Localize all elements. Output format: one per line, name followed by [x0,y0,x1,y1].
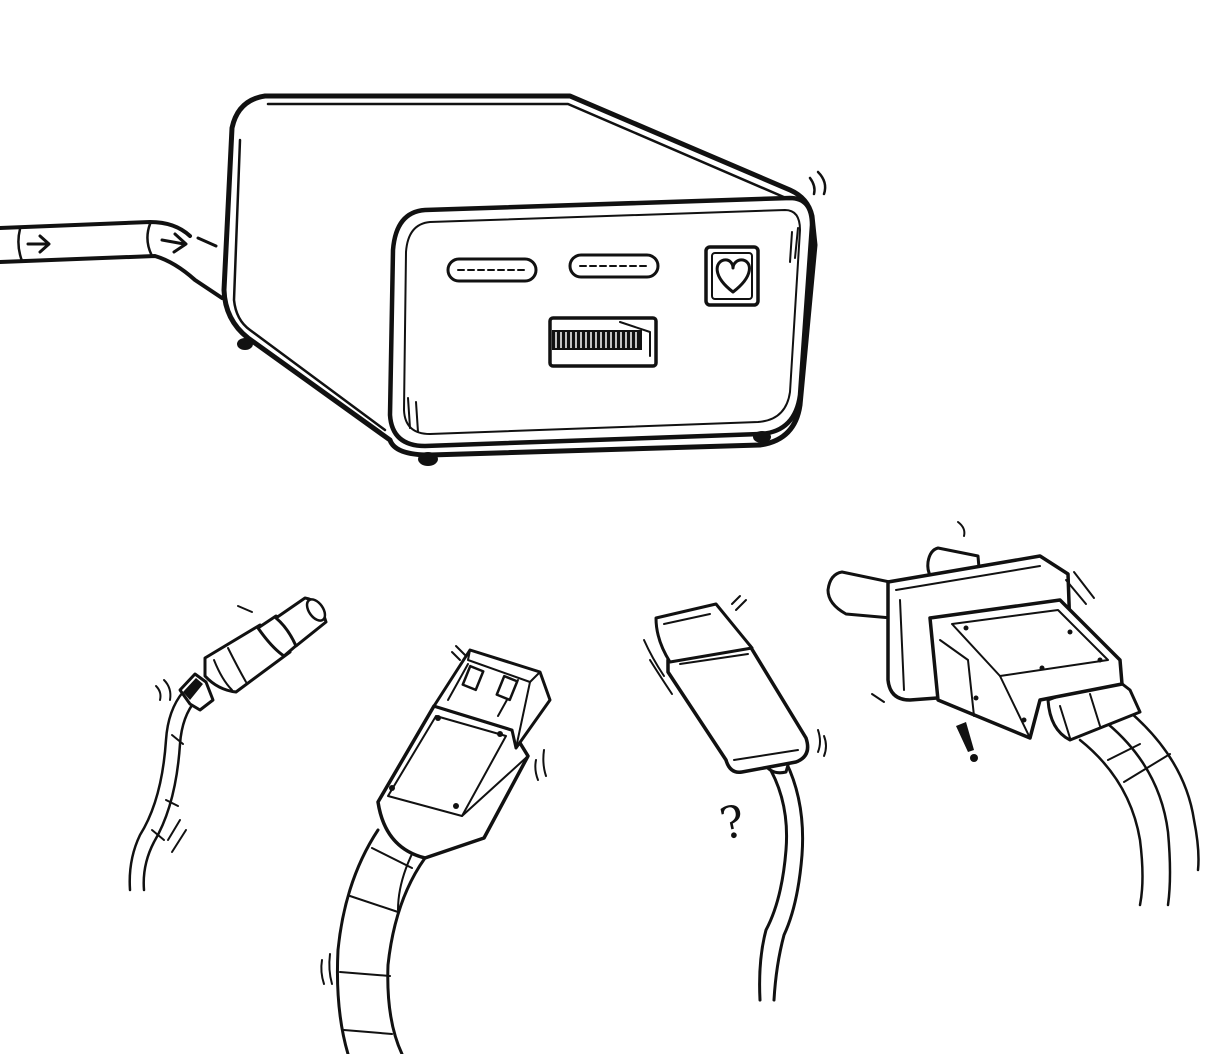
motion-lines [643,595,827,757]
barrel-plug [128,596,328,892]
arrow-right-icon [160,232,188,254]
heart-icon [715,258,751,294]
oval-port [446,257,538,283]
motion-lines [320,645,547,985]
usb-a-port [548,316,658,368]
usb-c-plug: ? [643,595,827,1002]
arrow-right-icon [26,234,51,254]
oval-port [568,253,660,279]
motion-lines [871,521,1095,703]
device-foot [753,431,771,443]
exclamation-icon [956,722,978,762]
hub-device [221,93,827,466]
device-foot [418,452,438,466]
ac-power-plug [826,521,1200,907]
power-cable-input [0,220,224,300]
motion-lines [155,605,253,853]
heart-button [704,245,760,307]
device-foot [237,338,253,350]
usb-a-plug [320,645,552,1054]
question-mark: ? [716,796,750,851]
motion-lines [808,170,827,196]
